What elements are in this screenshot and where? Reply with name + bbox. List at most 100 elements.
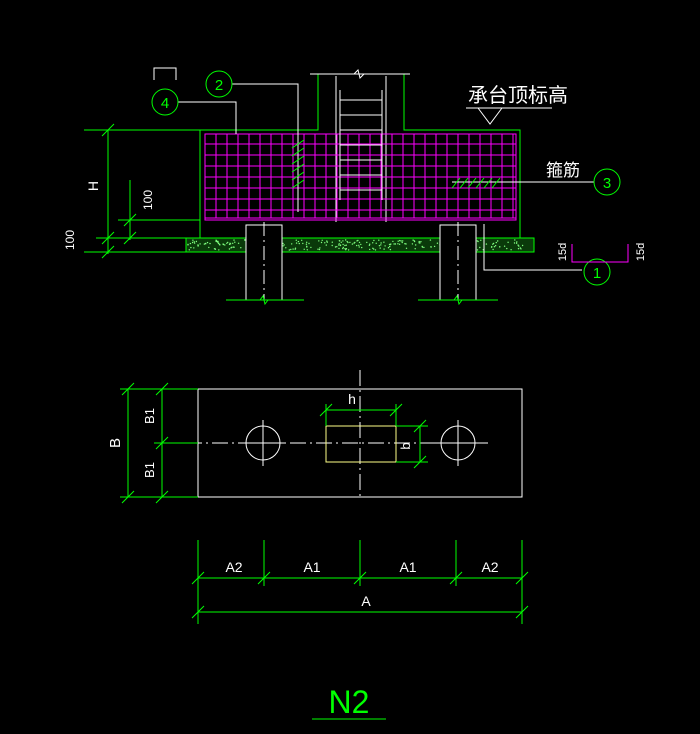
bedding-dot xyxy=(224,244,226,246)
callout-1-circle xyxy=(583,258,611,286)
bedding-dot xyxy=(302,242,304,245)
bedding-dot xyxy=(387,247,390,249)
bedding-dot xyxy=(342,247,344,250)
bedding-dot xyxy=(375,242,377,244)
column-break-mark xyxy=(353,69,365,79)
bedding-dot xyxy=(331,244,333,247)
bedding-dot xyxy=(356,244,358,247)
anchor-left-label: 15d xyxy=(557,243,569,261)
bedding-dot xyxy=(305,243,308,245)
bedding-dot xyxy=(402,240,404,242)
dim-B1-bottom-label: B1 xyxy=(142,462,157,478)
bedding-dot xyxy=(338,247,340,250)
bedding-dot xyxy=(372,242,374,244)
callout-4-number: 4 xyxy=(161,95,169,112)
bedding-dot xyxy=(389,245,391,248)
plan-view xyxy=(120,370,529,720)
bedding-dot xyxy=(237,242,240,244)
bedding-dot xyxy=(492,248,494,251)
dim-100-lower-label: 100 xyxy=(63,230,77,250)
bedding-dot xyxy=(228,248,231,250)
plan-column xyxy=(325,425,397,463)
bedding-dot xyxy=(394,243,397,245)
callout-4-circle xyxy=(151,88,179,116)
bedding-dot xyxy=(290,248,292,251)
bedding-dot xyxy=(219,244,221,246)
bedding-dot xyxy=(497,240,499,242)
bedding-dot xyxy=(334,246,337,248)
bedding-dot xyxy=(397,240,399,242)
bedding-dot xyxy=(283,244,285,246)
dim-B1-top-label: B1 xyxy=(142,408,157,424)
bedding-dot xyxy=(358,246,360,248)
bedding-dot xyxy=(419,242,421,244)
callout-2-circle xyxy=(205,70,233,98)
bedding-dot xyxy=(297,240,300,243)
bedding-dot xyxy=(389,248,392,251)
dim-H-label: H xyxy=(85,181,101,191)
bedding-dot xyxy=(206,241,209,244)
bedding-dot xyxy=(218,249,220,251)
bedding-dot xyxy=(193,242,196,244)
bedding-dot xyxy=(208,246,210,249)
bedding-dot xyxy=(405,243,407,245)
bedding-dot xyxy=(495,241,497,244)
bedding-dot xyxy=(433,245,436,248)
bedding-dot xyxy=(436,242,439,244)
bedding-dot xyxy=(384,245,386,247)
bedding-dot xyxy=(372,247,374,249)
dim-b-ticks xyxy=(413,419,427,469)
bedding-dot xyxy=(288,249,290,251)
bedding-dot xyxy=(345,248,348,250)
bedding-dot xyxy=(317,248,319,250)
dim-A1-left-label: A1 xyxy=(303,559,320,575)
anchorage-hook xyxy=(571,244,629,263)
bedding-dot xyxy=(344,244,346,247)
bedding-dot xyxy=(521,244,524,247)
bedding-dot xyxy=(199,243,201,245)
bedding-dot xyxy=(351,243,354,245)
bedding-dot xyxy=(347,249,350,251)
bedding-dot xyxy=(492,242,495,245)
bedding-dot xyxy=(204,242,207,245)
bedding-dot xyxy=(480,239,482,241)
bedding-dot xyxy=(345,239,347,241)
bedding-dot xyxy=(520,248,522,250)
bedding-dot xyxy=(193,241,195,243)
bedding-dot xyxy=(318,240,320,242)
dim-A-label: A xyxy=(361,593,371,609)
bedding-dot xyxy=(197,244,199,247)
anchor-right-label: 15d xyxy=(635,243,647,261)
pile-right-break-mark xyxy=(453,294,463,306)
bedding-dot xyxy=(476,240,478,242)
bedding-layer xyxy=(185,237,535,253)
bedding-dot xyxy=(421,246,424,248)
bedding-dot xyxy=(479,246,481,249)
bedding-dot xyxy=(192,239,194,241)
bedding-dot xyxy=(195,240,198,243)
bedding-dot xyxy=(517,244,519,246)
bedding-dot xyxy=(310,246,312,249)
bedding-dot xyxy=(369,248,371,251)
bottom-rebar xyxy=(204,210,517,221)
bedding-dot xyxy=(344,248,346,250)
bedding-dot xyxy=(373,248,375,250)
bedding-dot xyxy=(301,239,303,241)
bedding-dot xyxy=(298,242,300,245)
bedding-dot xyxy=(399,239,401,242)
bedding-dot xyxy=(389,244,391,246)
bedding-dot xyxy=(430,246,432,248)
bedding-dot xyxy=(361,246,363,249)
bedding-dot xyxy=(476,249,479,251)
bedding-dot xyxy=(338,243,340,245)
dim-A2-right-label: A2 xyxy=(481,559,498,575)
bedding-dot xyxy=(326,241,328,243)
bedding-dot xyxy=(510,249,512,251)
bedding-dot xyxy=(412,239,414,241)
bedding-dot xyxy=(379,247,381,249)
leader-4 xyxy=(178,101,237,134)
column-rebar xyxy=(339,90,383,200)
bedding-dot xyxy=(232,242,234,244)
bedding-dot xyxy=(303,248,305,250)
